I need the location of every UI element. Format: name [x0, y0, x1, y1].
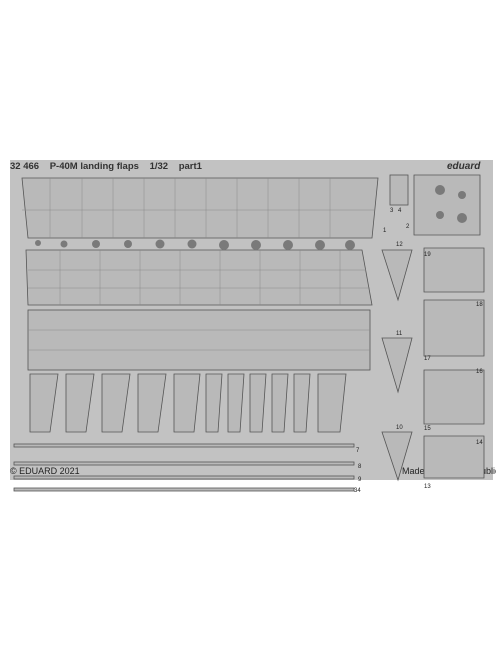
strip-7 — [13, 443, 355, 448]
part-number-label: 19 — [424, 252, 431, 258]
part-3-4 — [389, 174, 409, 206]
scale-label: 1/32 — [149, 161, 169, 172]
strip-8 — [13, 461, 355, 466]
part-number-label: 1 — [383, 228, 387, 234]
part-number-label: 12 — [396, 242, 403, 248]
flap-upper-panel — [21, 177, 379, 239]
part-12 — [381, 249, 413, 302]
part-18-17 — [423, 299, 485, 357]
part-number-label: 4 — [398, 208, 402, 214]
part-16-15 — [423, 369, 485, 425]
part-19 — [423, 247, 485, 293]
part-number-label: 15 — [424, 426, 431, 432]
part-10 — [381, 431, 413, 482]
part-number-label: 7 — [356, 448, 360, 454]
part-label: part1 — [178, 161, 202, 172]
fret-title: 32 466 P-40M landing flaps 1/32 part1 — [10, 161, 210, 172]
brand-logo: eduard — [447, 161, 481, 172]
part-number-label: 10 — [396, 425, 403, 431]
part-2 — [413, 174, 481, 236]
part-number-label: 16 — [476, 369, 483, 375]
part-number-label: 34 — [354, 488, 361, 494]
part-11 — [381, 337, 413, 394]
part-number-label: 11 — [396, 331, 403, 337]
part-number-label: 2 — [406, 224, 410, 230]
part-14-13 — [423, 435, 485, 479]
part-number-label: 3 — [390, 208, 394, 214]
flap-lower-panel — [25, 249, 373, 306]
part-number-label: 9 — [358, 477, 362, 483]
part-number-label: 8 — [358, 464, 362, 470]
product-name: P-40M landing flaps — [49, 161, 139, 172]
lightening-holes — [35, 185, 467, 250]
part-number-label: 13 — [424, 484, 431, 490]
catalog-number: 32 466 — [10, 161, 40, 172]
part-number-label: 14 — [476, 440, 483, 446]
part-number-label: 17 — [424, 356, 431, 362]
flap-rib-section — [27, 309, 371, 371]
strip-9 — [13, 475, 355, 480]
part-number-label: 18 — [476, 302, 483, 308]
strip-34 — [13, 487, 355, 492]
copyright-text: © EDUARD 2021 — [10, 466, 80, 476]
